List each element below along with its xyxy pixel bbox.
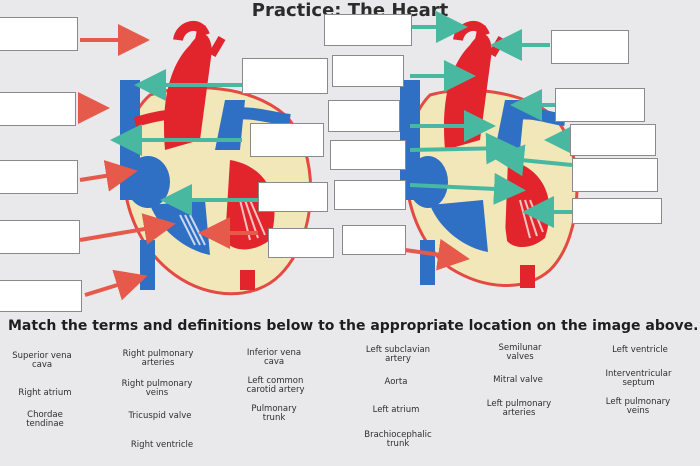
term-left-pulmonary-veins[interactable]: Left pulmonary veins xyxy=(605,397,671,416)
answer-box[interactable] xyxy=(0,160,78,194)
answer-box[interactable] xyxy=(332,55,404,87)
term-interventricular-septum[interactable]: Interventricular septum xyxy=(605,369,672,388)
answer-box[interactable] xyxy=(268,228,334,258)
term-brachiocephalic-trunk[interactable]: Brachiocephalic trunk xyxy=(364,430,432,449)
term-right-pulmonary-arteries[interactable]: Right pulmonary arteries xyxy=(122,349,194,368)
answer-box[interactable] xyxy=(242,58,328,94)
answer-box[interactable] xyxy=(0,220,80,254)
answer-box[interactable] xyxy=(555,88,645,122)
answer-box[interactable] xyxy=(572,198,662,224)
right-heart-illustration xyxy=(400,21,579,288)
answer-box[interactable] xyxy=(324,14,412,46)
term-semilunar-valves[interactable]: Semilunar valves xyxy=(498,343,542,362)
term-tricuspid-valve[interactable]: Tricuspid valve xyxy=(128,411,192,421)
term-left-pulmonary-arteries[interactable]: Left pulmonary arteries xyxy=(486,399,552,418)
answer-box[interactable] xyxy=(330,140,406,170)
answer-box[interactable] xyxy=(0,280,82,312)
answer-box[interactable] xyxy=(258,182,328,212)
answer-box[interactable] xyxy=(0,17,78,51)
label-arrows-left xyxy=(78,24,258,301)
answer-box[interactable] xyxy=(572,158,658,192)
term-left-atrium[interactable]: Left atrium xyxy=(372,405,420,415)
term-chordae-tendinae[interactable]: Chordae tendinae xyxy=(26,410,64,429)
answer-box[interactable] xyxy=(551,30,629,64)
answer-box[interactable] xyxy=(570,124,656,156)
term-superior-vena-cava[interactable]: Superior vena cava xyxy=(12,351,72,370)
answer-box[interactable] xyxy=(342,225,406,255)
term-right-atrium[interactable]: Right atrium xyxy=(18,388,72,398)
term-inferior-vena-cava[interactable]: Inferior vena cava xyxy=(246,348,302,367)
term-left-common-carotid-artery[interactable]: Left common carotid artery xyxy=(246,376,305,395)
answer-box[interactable] xyxy=(250,123,324,157)
answer-box[interactable] xyxy=(0,92,76,126)
answer-box[interactable] xyxy=(334,180,406,210)
term-right-pulmonary-veins[interactable]: Right pulmonary veins xyxy=(121,379,193,398)
label-arrows-right xyxy=(404,11,576,271)
answer-box[interactable] xyxy=(328,100,400,132)
term-aorta[interactable]: Aorta xyxy=(384,377,408,387)
term-pulmonary-trunk[interactable]: Pulmonary trunk xyxy=(251,404,297,423)
term-left-subclavian-artery[interactable]: Left subclavian artery xyxy=(365,345,431,364)
term-left-ventricle[interactable]: Left ventricle xyxy=(612,345,668,355)
instructions: Match the terms and definitions below to… xyxy=(8,318,699,334)
term-mitral-valve[interactable]: Mitral valve xyxy=(493,375,543,385)
term-right-ventricle[interactable]: Right ventricle xyxy=(130,440,194,450)
